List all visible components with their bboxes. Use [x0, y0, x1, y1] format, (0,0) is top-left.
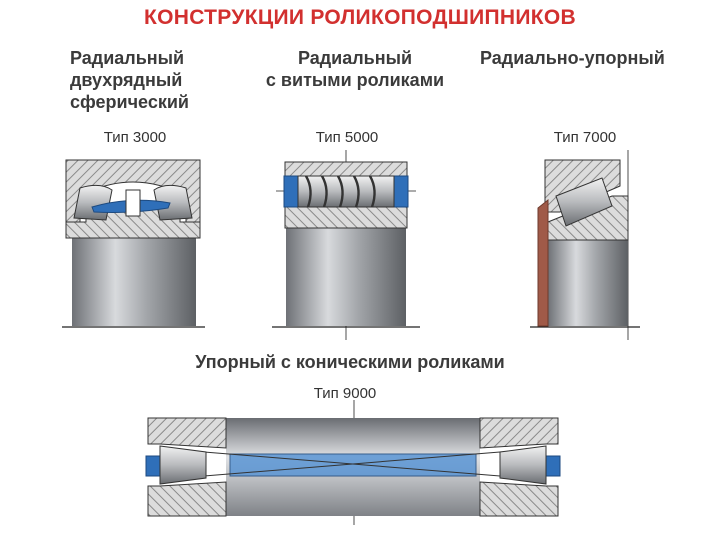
bearing-5000-type: Тип 5000 [315, 129, 379, 146]
bearing-3000-name-line-2: двухрядный [70, 70, 183, 90]
bearing-9000-roller-left [159, 445, 207, 485]
bearing-3000-type: Тип 3000 [103, 129, 167, 146]
bearing-3000-roller-right [153, 184, 193, 221]
bearing-3000-bore [72, 238, 196, 326]
bearing-3000-roller-left [73, 184, 113, 221]
bearing-9000-roller-right [499, 445, 547, 485]
bearing-5000-name-line-2: с витыми роликами [265, 70, 445, 90]
bearing-3000-name-line-1: Радиальный [70, 48, 185, 68]
bearing-9000-drawing [145, 400, 561, 525]
bearing-7000-roller [555, 177, 613, 227]
bearing-7000-bore [548, 240, 628, 326]
bearing-7000-type: Тип 7000 [553, 129, 617, 146]
bearing-7000-drawing [530, 150, 640, 340]
bearing-7000-name-line-1: Радиально-упорный [480, 48, 665, 68]
page-title: КОНСТРУКЦИИ РОЛИКОПОДШИПНИКОВ [144, 6, 576, 29]
bearing-7000-name: Радиально-упорный [480, 47, 665, 69]
bearing-5000-name-line-1: Радиальный [297, 48, 413, 68]
bearing-3000-name: Радиальный двухрядный сферический [70, 47, 189, 113]
bearing-5000-name: Радиальный с витыми роликами [245, 47, 465, 91]
bearing-5000-spiral-roller [297, 175, 395, 208]
bearing-7000-cage [537, 198, 549, 327]
bearing-3000-drawing [62, 159, 205, 328]
bearing-5000-bore [286, 228, 406, 326]
bearing-9000-name: Упорный с коническими роликами [120, 351, 580, 373]
bearing-3000-name-line-3: сферический [70, 92, 189, 112]
bearing-5000-drawing [272, 150, 420, 340]
bearing-9000-name-line-1: Упорный с коническими роликами [195, 352, 505, 372]
bearing-9000-type: Тип 9000 [313, 385, 377, 402]
